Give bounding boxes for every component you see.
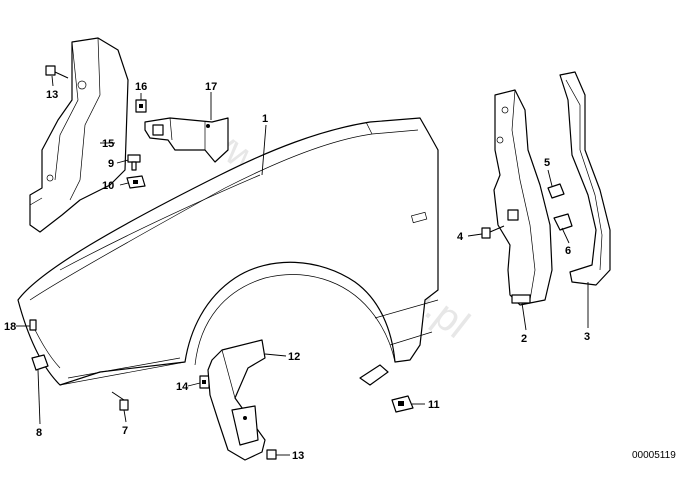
inner-panel-part <box>29 37 129 233</box>
nut-part-10 <box>126 175 146 189</box>
callout-2: 2 <box>521 333 527 345</box>
callout-14: 14 <box>176 381 189 393</box>
clip-part-16 <box>135 99 147 113</box>
callout-13-bottom: 13 <box>292 450 304 462</box>
callout-3: 3 <box>584 331 590 343</box>
screw-part-4 <box>481 225 505 239</box>
clip-part-11 <box>391 395 414 413</box>
callout-9: 9 <box>108 158 114 170</box>
callout-7: 7 <box>122 425 128 437</box>
callout-10: 10 <box>102 180 114 192</box>
callout-13-top: 13 <box>46 89 58 101</box>
front-fender-part <box>17 117 439 386</box>
callout-1: 1 <box>262 113 268 125</box>
callout-15: 15 <box>102 138 114 150</box>
callout-4: 4 <box>457 231 464 243</box>
screw-part-13-bottom <box>266 449 277 460</box>
screw-part-13-top <box>45 65 69 79</box>
wheel-arch-liner-part <box>493 89 553 306</box>
screw-part-18 <box>29 319 37 331</box>
callout-leaders <box>16 75 589 456</box>
clip-part-5 <box>547 183 565 199</box>
callout-18: 18 <box>4 321 16 333</box>
callout-8: 8 <box>36 427 42 439</box>
clip-part-6 <box>553 213 573 231</box>
bolt-part-9 <box>127 154 141 171</box>
callout-17: 17 <box>205 81 217 93</box>
screw-part-7 <box>111 391 129 411</box>
seal-strip-part <box>559 71 611 286</box>
catalog-number: 00005119 <box>632 450 676 461</box>
mud-flap-part <box>207 339 266 461</box>
callout-12: 12 <box>288 351 300 363</box>
callout-6: 6 <box>565 245 571 257</box>
callout-labels: 1 2 3 4 5 6 7 8 9 10 11 12 13 13 14 15 1… <box>4 81 590 462</box>
callout-16: 16 <box>135 81 147 93</box>
callout-11: 11 <box>428 399 440 411</box>
clip-part-8 <box>31 354 49 371</box>
nut-part-14 <box>199 375 210 389</box>
bracket-part-17 <box>144 117 229 163</box>
callout-5: 5 <box>544 157 550 169</box>
